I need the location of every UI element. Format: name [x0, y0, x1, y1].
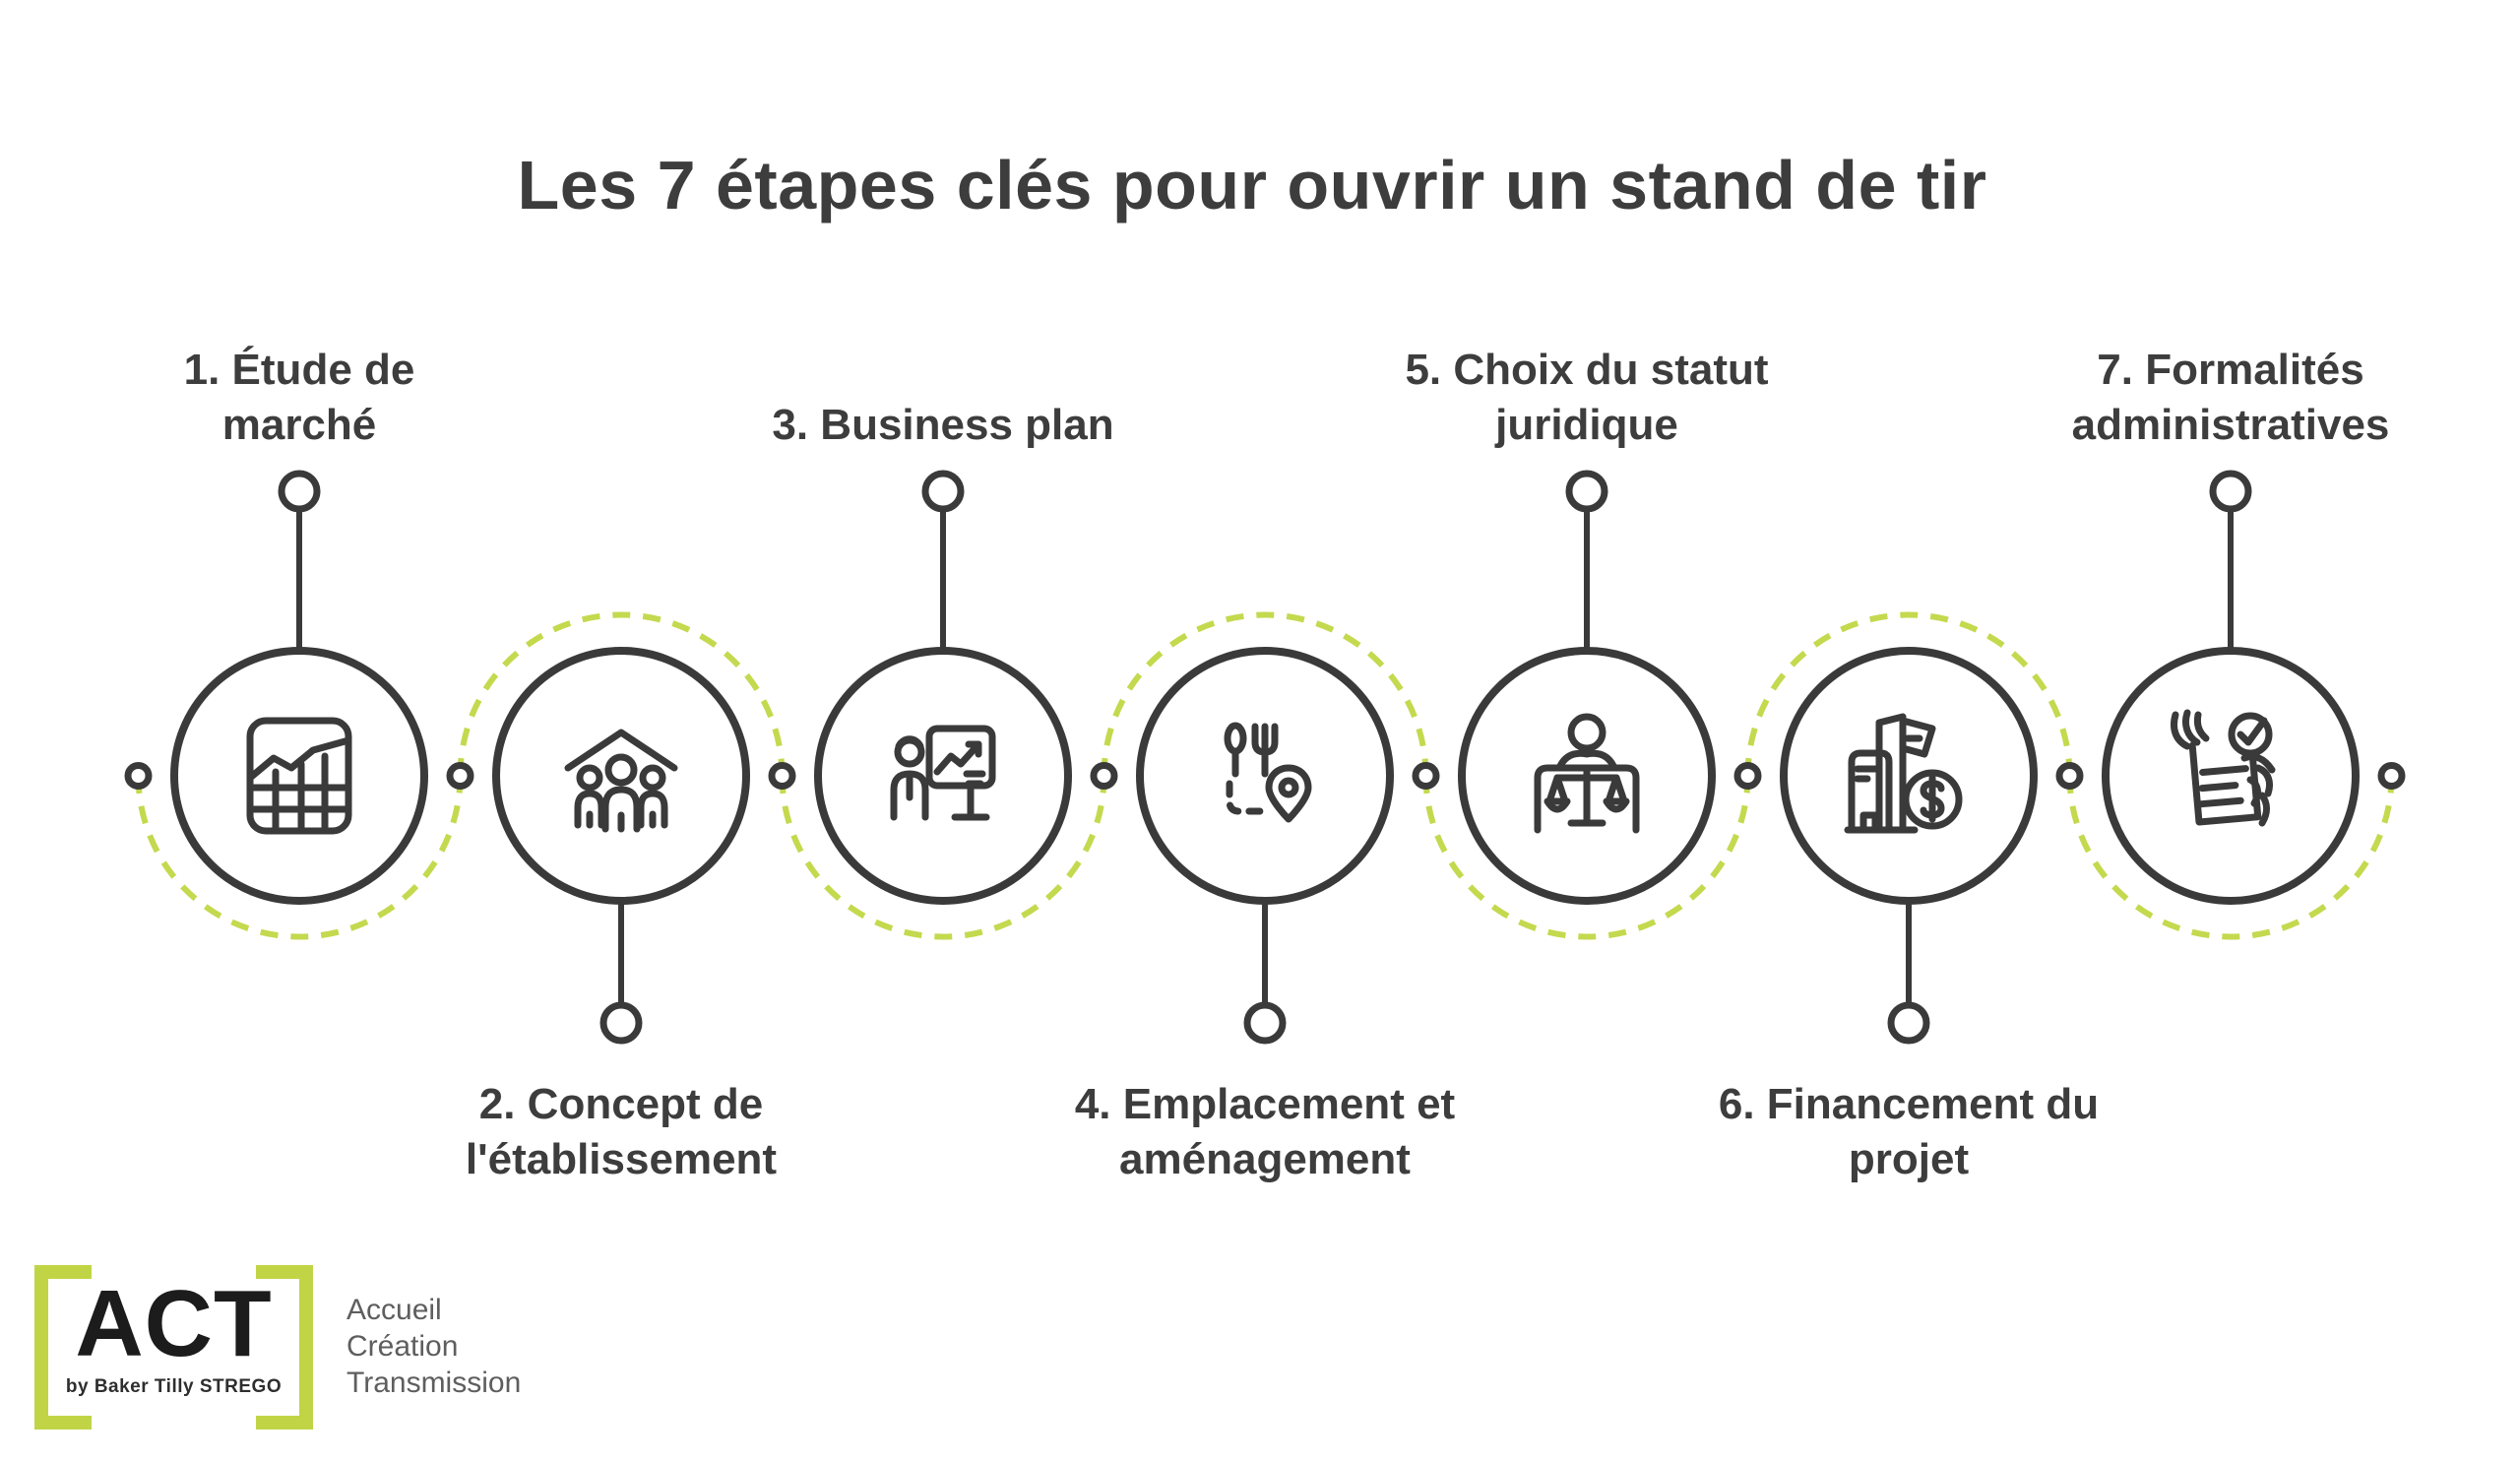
step-label-6: 6. Financement du projet	[1718, 1080, 2100, 1183]
step-label-7: 7. Formalités administratives	[2071, 346, 2390, 449]
logo-tagline: Accueil Création Transmission	[346, 1292, 521, 1401]
connector-dot	[1565, 470, 1608, 513]
establishment-concept-icon	[564, 729, 678, 833]
business-plan-icon	[890, 725, 996, 821]
project-financing-icon	[1844, 713, 1963, 834]
step-label-2: 2. Concept de l'établissement	[465, 1080, 778, 1183]
connector-dot	[921, 470, 965, 513]
connector-dot	[2209, 470, 2252, 513]
logo-byline-text: by Baker Tilly STREGO	[65, 1376, 283, 1397]
market-study-icon	[246, 717, 352, 835]
dashed-path	[135, 611, 2395, 940]
page-title: Les 7 étapes clés pour ouvrir un stand d…	[517, 147, 1987, 223]
connector-dot	[599, 1001, 643, 1045]
step-label-5: 5. Choix du statut juridique	[1405, 346, 1769, 449]
logo-bracket-left-icon	[34, 1265, 92, 1430]
step-connectors	[278, 470, 2252, 1045]
logo-bracket-right-icon	[256, 1265, 313, 1430]
step-circle-6	[1780, 647, 2038, 905]
legal-status-icon	[1534, 713, 1640, 834]
logo-tagline-line: Création	[346, 1330, 459, 1363]
step-label-1: 1. Étude de marché	[183, 346, 415, 449]
location-layout-icon	[1224, 722, 1312, 823]
path-nodes	[124, 762, 2406, 790]
act-logo: ACT by Baker Tilly STREGO	[34, 1265, 313, 1430]
logo-tagline-line: Accueil	[346, 1294, 442, 1326]
step-circle-7	[2102, 647, 2360, 905]
admin-formalities-icon	[2171, 709, 2276, 827]
connector-dot	[1243, 1001, 1287, 1045]
connector-dot	[278, 470, 321, 513]
step-label-3: 3. Business plan	[772, 401, 1114, 449]
logo-tagline-line: Transmission	[346, 1367, 522, 1399]
connector-dot	[1887, 1001, 1930, 1045]
step-circle-3	[814, 647, 1072, 905]
logo-act-text: ACT	[75, 1271, 273, 1376]
step-label-4: 4. Emplacement et aménagement	[1074, 1080, 1456, 1183]
